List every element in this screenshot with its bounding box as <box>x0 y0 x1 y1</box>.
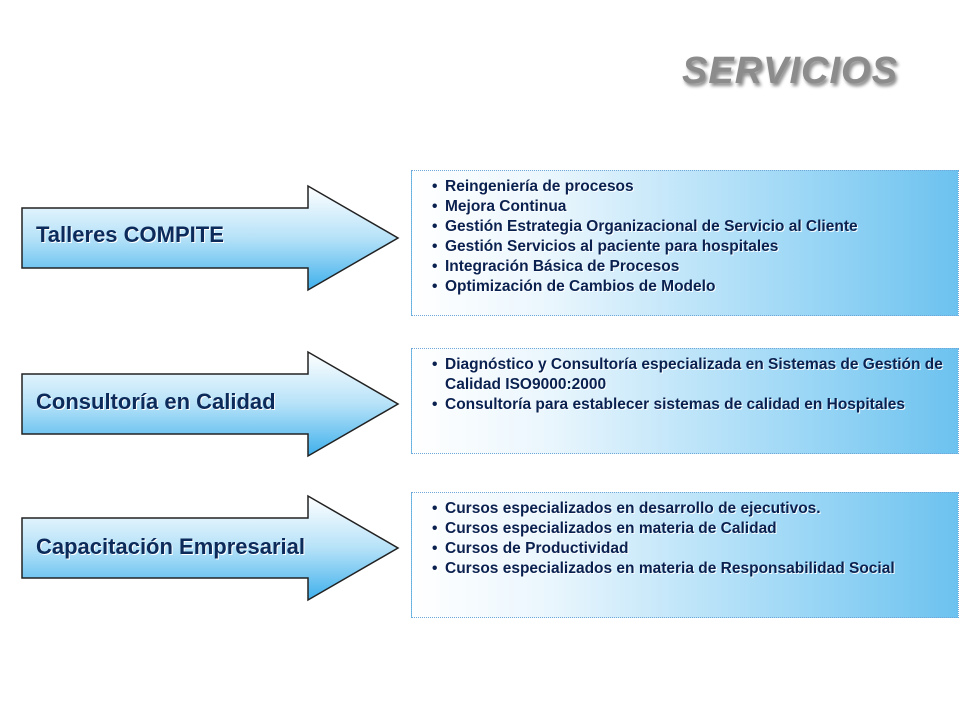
arrow-shape <box>21 494 400 602</box>
list-item: •Integración Básica de Procesos <box>432 258 680 275</box>
services-list-box: •Diagnóstico y Consultoría especializada… <box>411 348 959 454</box>
list-item: •Cursos especializados en desarrollo de … <box>432 500 821 517</box>
services-list-box: •Reingeniería de procesos •Mejora Contin… <box>411 170 959 316</box>
arrow-shape <box>21 350 400 458</box>
arrow-shape <box>21 184 400 292</box>
list-item: •Consultoría para establecer sistemas de… <box>432 396 906 413</box>
section-label: Talleres COMPITE <box>36 222 224 247</box>
services-list-box: •Cursos especializados en desarrollo de … <box>411 492 959 618</box>
page-title: SERVICIOS <box>682 50 898 92</box>
section-label: Capacitación Empresarial <box>36 534 306 559</box>
list-item: •Optimización de Cambios de Modelo <box>432 278 716 295</box>
list-item: •Gestión Estrategia Organizacional de Se… <box>432 218 858 235</box>
section-label: Consultoría en Calidad <box>36 389 276 414</box>
list-item: •Reingeniería de procesos <box>432 178 634 195</box>
list-item: •Cursos de Productividad <box>432 540 629 557</box>
list-item: •Gestión Servicios al paciente para hosp… <box>432 238 779 255</box>
list-item: •Mejora Continua <box>432 198 567 215</box>
list-item: •Diagnóstico y Consultoría especializada… <box>432 356 943 393</box>
list-item: •Cursos especializados en materia de Res… <box>432 560 895 577</box>
list-item: •Cursos especializados en materia de Cal… <box>432 520 777 537</box>
